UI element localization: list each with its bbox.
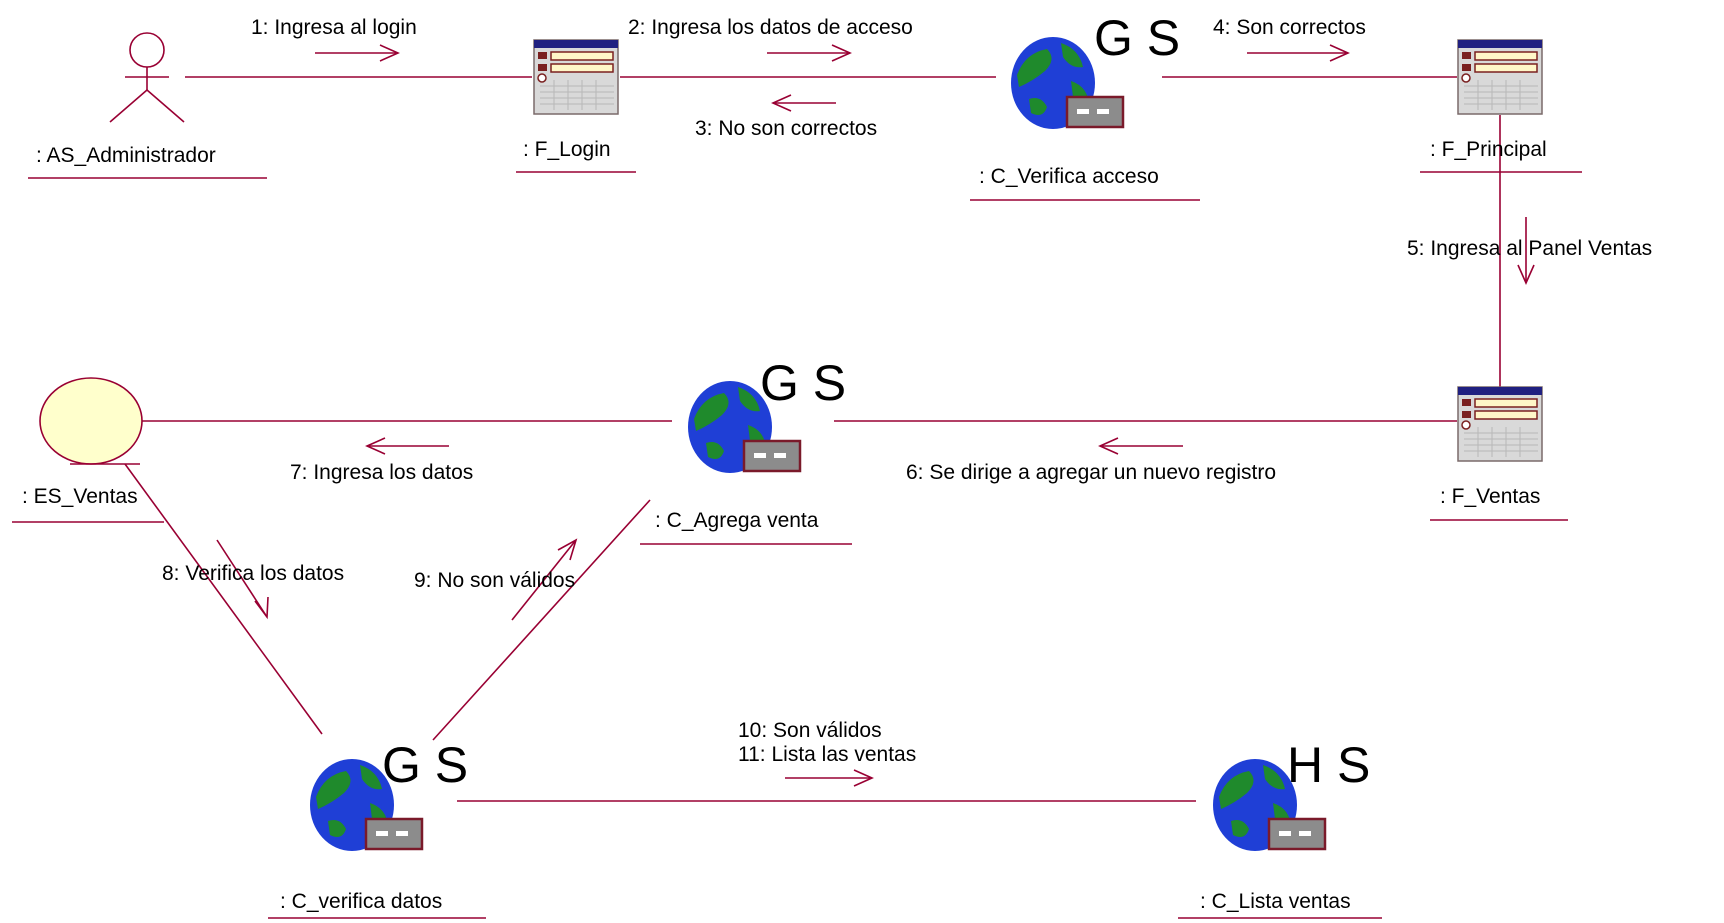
actor-administrador[interactable]: : AS_Administrador: [28, 32, 267, 179]
object-f-login[interactable]: : F_Login: [516, 39, 636, 173]
link-agrega-venta-verifica-datos: [432, 499, 651, 741]
message-6-label: 6: Se dirige a agregar un nuevo registro: [906, 461, 1276, 484]
form-icon: [1457, 386, 1543, 462]
c-agrega-venta-label: : C_Agrega venta: [655, 509, 819, 532]
c-verifica-datos-label: : C_verifica datos: [280, 890, 442, 913]
object-c-verifica-datos[interactable]: G S : C_verifica datos: [268, 737, 486, 919]
object-c-agrega-venta[interactable]: G S : C_Agrega venta: [640, 355, 852, 545]
arrow-left-m6: [1098, 437, 1183, 455]
c-lista-ventas-label: : C_Lista ventas: [1200, 890, 1351, 913]
arrow-right-m4: [1247, 44, 1350, 62]
message-8-label: 8: Verifica los datos: [162, 562, 344, 585]
object-es-ventas[interactable]: : ES_Ventas: [12, 377, 164, 523]
message-10-label: 10: Son válidos: [738, 719, 882, 742]
form-icon: [1457, 39, 1543, 115]
message-7-label: 7: Ingresa los datos: [290, 461, 473, 484]
arrow-left-m3: [771, 94, 836, 112]
object-c-lista-ventas[interactable]: H S : C_Lista ventas: [1178, 737, 1382, 919]
badge-hs-lista-ventas: H S: [1287, 737, 1370, 793]
arrow-up-m9: [511, 538, 578, 621]
arrow-down-m8: [216, 539, 269, 620]
message-11-label: 11: Lista las ventas: [738, 743, 916, 766]
entity-icon: [39, 377, 143, 465]
message-2-label: 2: Ingresa los datos de acceso: [628, 16, 913, 39]
message-4-label: 4: Son correctos: [1213, 16, 1366, 39]
arrow-right-m10: [785, 769, 874, 787]
arrow-right-m2: [767, 44, 852, 62]
f-login-label: : F_Login: [523, 138, 611, 161]
form-icon: [533, 39, 619, 115]
message-3-label: 3: No son correctos: [695, 117, 877, 140]
link-es-ventas-verifica-datos: [124, 463, 323, 735]
f-principal-label: : F_Principal: [1430, 138, 1547, 161]
arrow-left-m7: [365, 437, 449, 455]
message-labels: 1: Ingresa al login 2: Ingresa los datos…: [162, 16, 1652, 766]
arrow-right-m1: [315, 44, 400, 62]
message-9-label: 9: No son válidos: [414, 569, 575, 592]
object-c-verifica-acceso[interactable]: G S : C_Verifica acceso: [970, 10, 1200, 201]
c-verifica-acceso-label: : C_Verifica acceso: [979, 165, 1159, 188]
badge-gs-verifica-datos: G S: [382, 737, 468, 793]
es-ventas-label: : ES_Ventas: [22, 485, 138, 508]
f-ventas-label: : F_Ventas: [1440, 485, 1540, 508]
message-1-label: 1: Ingresa al login: [251, 16, 417, 39]
actor-icon: [109, 32, 185, 123]
badge-gs-agrega-venta: G S: [760, 355, 846, 411]
arrow-down-m5: [1517, 217, 1535, 285]
object-f-principal[interactable]: : F_Principal: [1420, 39, 1582, 173]
actor-label: : AS_Administrador: [36, 144, 216, 167]
object-f-ventas[interactable]: : F_Ventas: [1430, 386, 1568, 521]
message-5-label: 5: Ingresa al Panel Ventas: [1407, 237, 1652, 260]
badge-gs-verifica-acceso: G S: [1094, 10, 1180, 66]
